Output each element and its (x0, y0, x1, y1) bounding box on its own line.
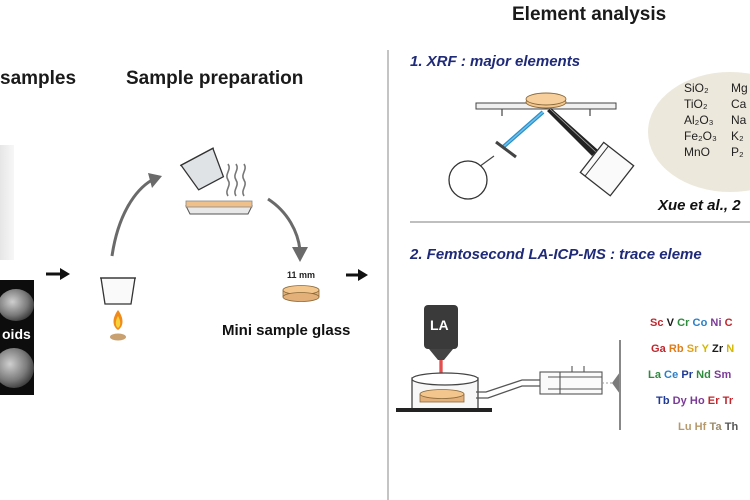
element-symbol: Pr (681, 369, 694, 381)
element-symbol: La (648, 369, 662, 381)
photo-strip (0, 145, 14, 260)
header-sample-preparation: Sample preparation (126, 68, 304, 89)
element-symbol: Lu (678, 421, 692, 433)
xrf-title: 1. XRF : major elements (410, 53, 581, 70)
rock-lower (0, 348, 34, 388)
element-symbol: Rb (668, 343, 684, 355)
oxide-item: TiO₂ (684, 97, 708, 111)
glass-label: Mini sample glass (222, 322, 351, 339)
header-element-analysis: Element analysis (512, 4, 667, 25)
oxide-item: Fe₂O₃ (684, 129, 717, 143)
element-symbol: Th (724, 421, 739, 433)
curved-arrow-up (110, 173, 162, 257)
laicpms-title: 2. Femtosecond LA-ICP-MS : trace eleme (410, 246, 702, 263)
element-symbol: Er (707, 395, 720, 407)
oxide-item: SiO₂ (684, 81, 709, 95)
la-label: LA (430, 317, 449, 333)
size-label: 11 mm (287, 270, 316, 280)
oxide-item: Al₂O₃ (684, 113, 714, 127)
oxide-list-left: SiO₂ TiO₂ Al₂O₃ Fe₂O₃ MnO (684, 80, 717, 160)
la-icpms-instrument (396, 305, 621, 430)
steam-icon (226, 163, 246, 197)
element-symbol: Nd (696, 369, 712, 381)
element-symbol: Sm (714, 369, 732, 381)
hot-plate (185, 200, 253, 215)
element-symbol: Hf (694, 421, 707, 433)
element-symbol: C (724, 317, 733, 329)
oxide-item: K₂ (731, 129, 744, 143)
element-symbol: Ce (664, 369, 679, 381)
oxide-item: Mg (731, 81, 748, 95)
photo-label: oids (2, 326, 31, 342)
curved-arrow-down (267, 197, 308, 262)
oxide-item: Ca (731, 97, 747, 111)
element-symbol: Sr (686, 343, 699, 355)
flame-icon (110, 310, 126, 341)
xrf-instrument (448, 92, 635, 200)
element-symbol: Sc (650, 317, 664, 329)
element-symbol: Tb (656, 395, 670, 407)
crucible (100, 277, 136, 305)
header-samples: samples (0, 68, 77, 89)
element-symbol: V (666, 317, 675, 329)
element-symbol: Dy (672, 395, 687, 407)
arrow-1 (46, 268, 70, 280)
oxide-item: Na (731, 113, 747, 127)
element-symbol: Y (701, 343, 710, 355)
element-symbol: N (726, 343, 735, 355)
element-symbol: Zr (712, 343, 724, 355)
arrow-2 (346, 269, 368, 281)
element-symbol: Tr (722, 395, 734, 407)
element-symbol: Co (692, 317, 708, 329)
pouring-crucible (179, 147, 225, 191)
oxide-item: P₂ (731, 145, 744, 159)
oxide-item: MnO (684, 145, 711, 159)
rock-upper (0, 289, 34, 321)
element-symbol: Cr (677, 317, 690, 329)
element-symbol: Ta (709, 421, 722, 433)
element-symbol: Ho (689, 395, 705, 407)
oxide-bubble (648, 72, 750, 192)
element-symbol: Ni (710, 317, 722, 329)
sample-glass-disc (282, 285, 320, 302)
xrf-citation: Xue et al., 2 (658, 197, 741, 214)
element-symbol: Ga (651, 343, 666, 355)
